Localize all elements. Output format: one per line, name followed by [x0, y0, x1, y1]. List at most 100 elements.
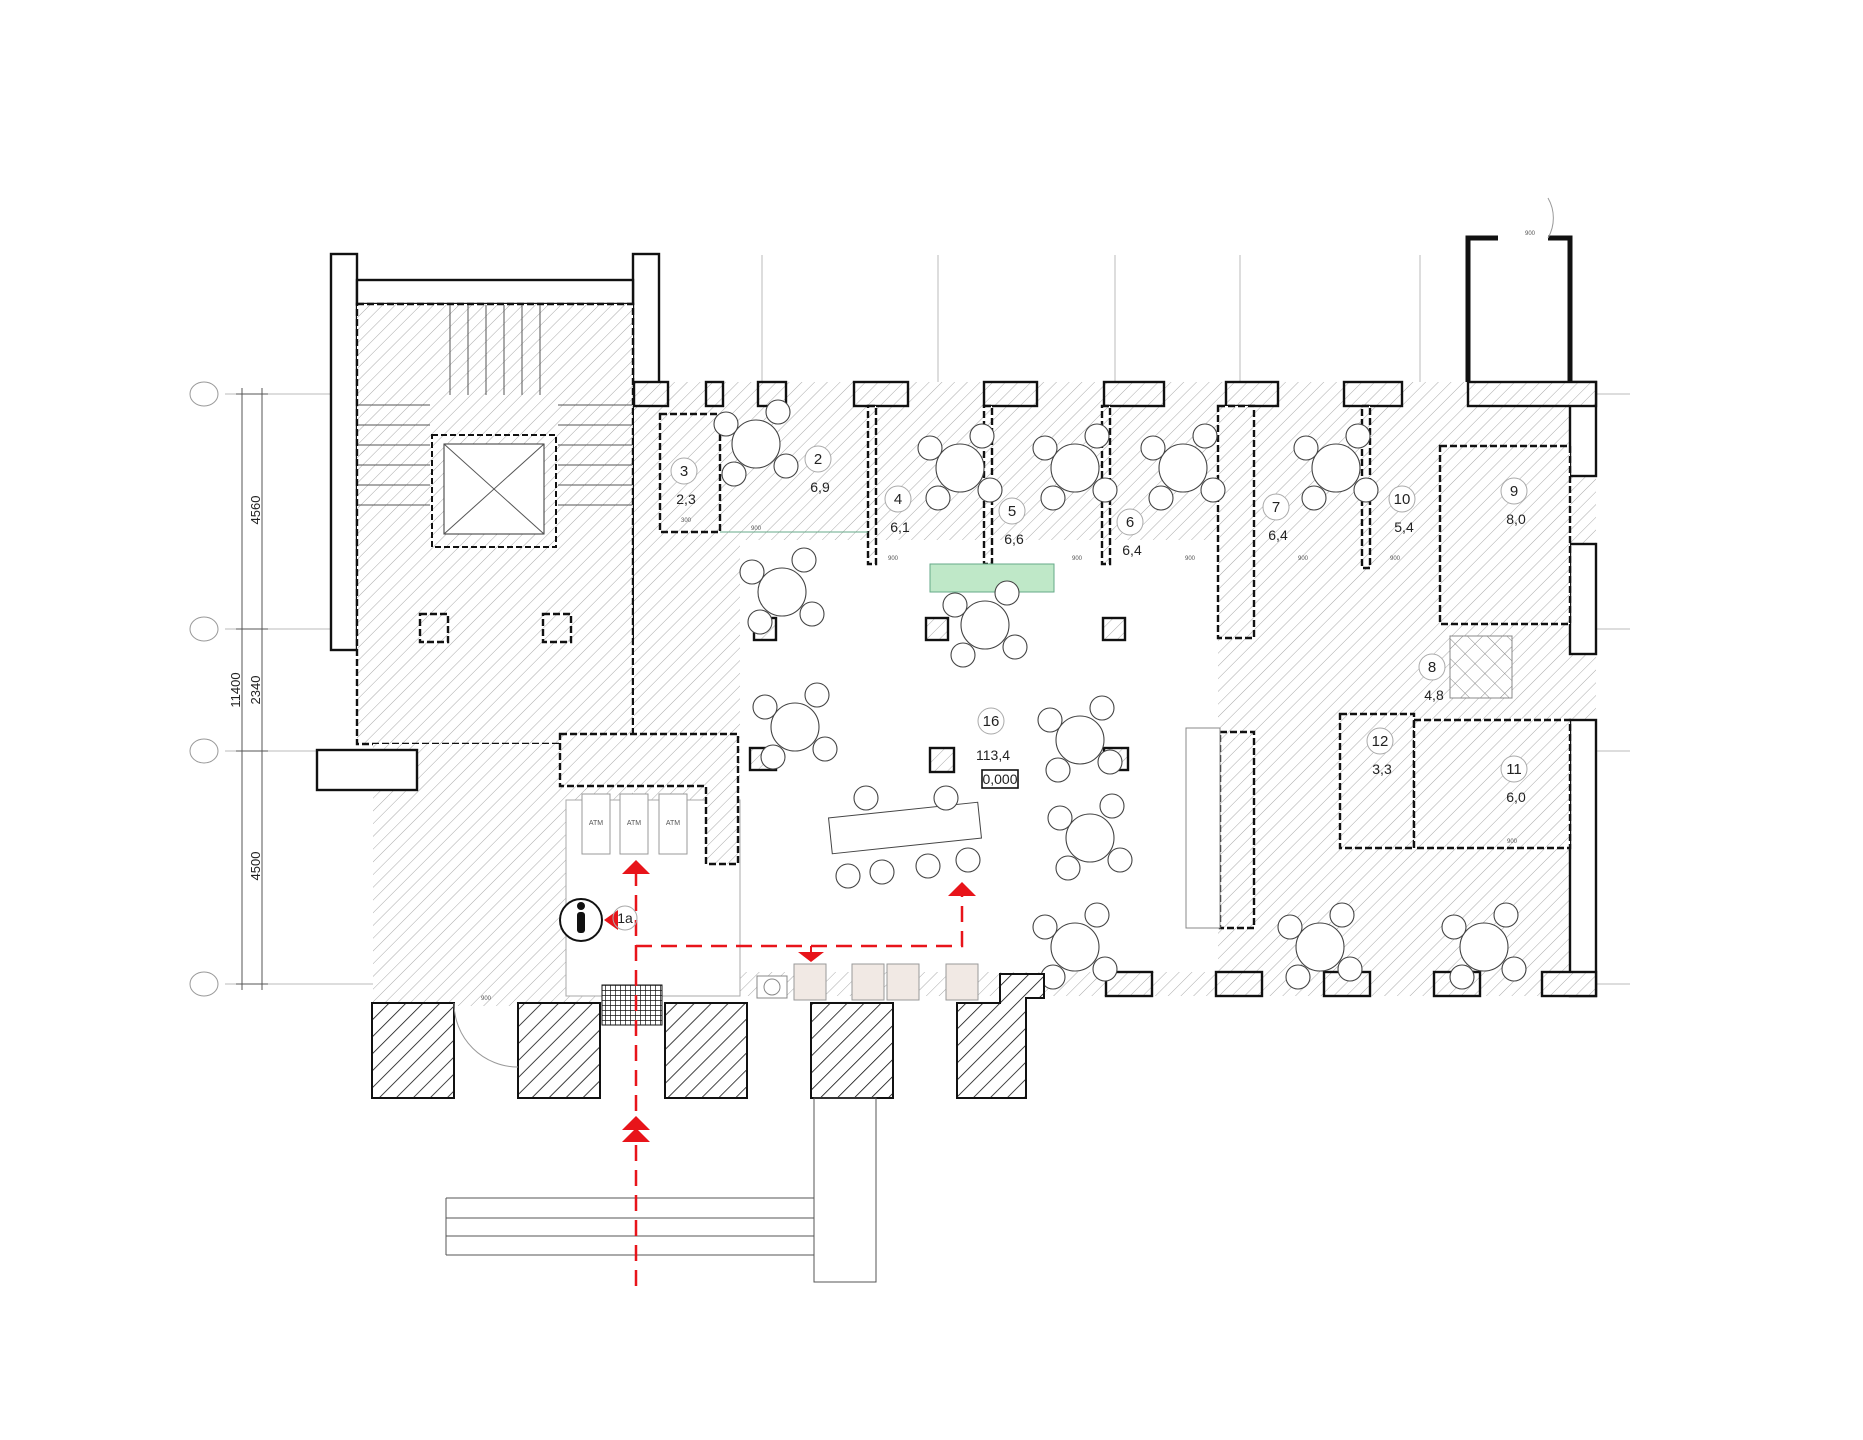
chair: [1037, 707, 1063, 733]
chair: [950, 642, 976, 668]
door-width-label: 900: [1507, 839, 1518, 845]
chair: [925, 485, 951, 511]
table: [1065, 813, 1115, 863]
chair: [1084, 423, 1110, 449]
room-label: 105,4: [1388, 485, 1416, 535]
chair: [804, 682, 830, 708]
room-number-circle: [1500, 755, 1528, 783]
table: [1158, 443, 1208, 493]
room-area: 8,0: [1506, 511, 1526, 527]
evacuation-route: [604, 860, 976, 1290]
room-area: 113,4: [976, 747, 1010, 763]
facade-columns-bottom: [1104, 970, 1598, 998]
door-width-label: 900: [888, 556, 899, 562]
evacuation-arrow-icon: [798, 952, 824, 962]
room-area: 6,6: [1004, 531, 1024, 547]
room-label: 16 113,4: [976, 707, 1010, 763]
room-number-circle: [1366, 727, 1394, 755]
chair: [799, 601, 825, 627]
chair: [835, 863, 861, 889]
chair: [1200, 477, 1226, 503]
room-number: 4: [894, 491, 902, 508]
chair: [1441, 914, 1467, 940]
door-width-labels: 900 900 900 900 900 300 900 900: [681, 518, 1518, 845]
chair: [739, 559, 765, 585]
chair: [1107, 847, 1133, 873]
evacuation-arrow-icon: [622, 860, 650, 874]
chair: [1329, 902, 1355, 928]
chair: [915, 853, 941, 879]
chair: [760, 744, 786, 770]
chair: [1084, 902, 1110, 928]
room-number-circle: [1262, 493, 1290, 521]
chair: [1097, 749, 1123, 775]
chair: [1140, 435, 1166, 461]
room-number-circle: [1116, 508, 1144, 536]
room-number: 12: [1372, 733, 1389, 750]
chair: [1002, 634, 1028, 660]
table: [1055, 715, 1105, 765]
ramp: [813, 1097, 877, 1283]
door-width-label: 900: [1185, 556, 1196, 562]
chair: [1345, 423, 1371, 449]
room-number-circle: [998, 497, 1026, 525]
entrance-mat: [601, 984, 663, 1026]
partitions: [658, 404, 1572, 930]
door-width-label: 900: [1390, 556, 1401, 562]
chair: [1337, 956, 1363, 982]
chair: [1449, 964, 1475, 990]
room-label: 76,4: [1262, 493, 1290, 543]
atm-label: ATM: [589, 820, 603, 827]
chair: [1032, 914, 1058, 940]
room-label: 84,8: [1418, 653, 1446, 703]
room-number-circle: [977, 707, 1005, 735]
floor-level-mark: 0,000: [982, 771, 1017, 787]
room-number: 16: [983, 713, 1000, 730]
bar-counter: [929, 563, 1055, 593]
room-label: 46,1: [884, 485, 912, 535]
chair: [853, 785, 879, 811]
room-number-circle: [1500, 477, 1528, 505]
room-area: 4,8: [1424, 687, 1444, 703]
chair: [1092, 956, 1118, 982]
room-label: 116,0: [1500, 755, 1528, 805]
chair: [977, 477, 1003, 503]
chair: [1293, 435, 1319, 461]
room-label: 56,6: [998, 497, 1026, 547]
external-stairs: [445, 1097, 877, 1283]
atm-label: ATM: [666, 820, 680, 827]
entrance-piers: 900: [371, 973, 1045, 1099]
dimension-total: 11400: [228, 672, 243, 707]
chair: [1353, 477, 1379, 503]
room-number: 9: [1510, 483, 1518, 500]
atm-label: ATM: [627, 820, 641, 827]
table: [1295, 922, 1345, 972]
chair: [1192, 423, 1218, 449]
atm-group: ATM ATM ATM: [581, 793, 688, 855]
door-width-label: 900: [481, 996, 492, 1002]
table: [960, 600, 1010, 650]
dimension-chain: 11400 4560 2340 4500: [228, 388, 268, 990]
chair: [812, 736, 838, 762]
chair: [713, 411, 739, 437]
table: [1311, 443, 1361, 493]
long-table: [827, 801, 983, 855]
room-label: 32,3: [670, 457, 698, 507]
chair: [955, 847, 981, 873]
chair: [1501, 956, 1527, 982]
table: [935, 443, 985, 493]
room-area: 6,0: [1506, 789, 1526, 805]
room-label: 66,4: [1116, 508, 1144, 558]
room-number-circle: [804, 445, 832, 473]
chair: [747, 609, 773, 635]
room-area: 3,3: [1372, 761, 1392, 777]
chair: [942, 592, 968, 618]
table: [770, 702, 820, 752]
elevator-icon: [431, 434, 557, 548]
evacuation-arrow-icon: [622, 1116, 650, 1142]
table: [731, 419, 781, 469]
chair: [917, 435, 943, 461]
dimension-segment-2: 2340: [248, 676, 263, 705]
chair: [994, 580, 1020, 606]
